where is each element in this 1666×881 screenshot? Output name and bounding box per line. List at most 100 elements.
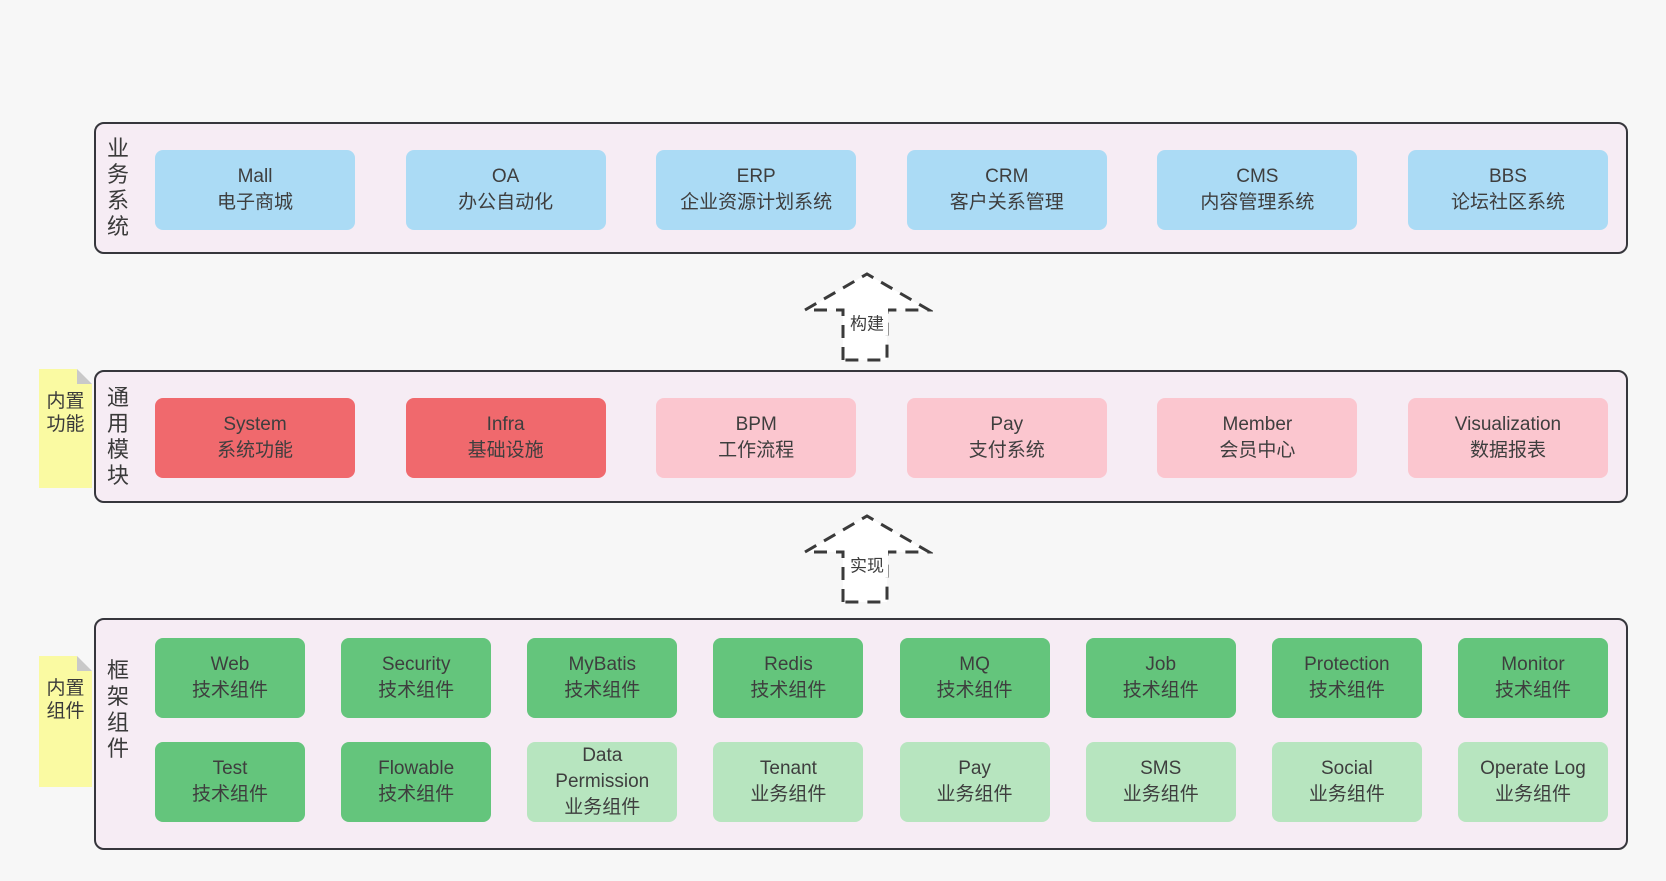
box-desc: 会员中心	[1219, 440, 1296, 461]
box-desc: 技术组件	[936, 680, 1013, 701]
box-desc: 业务组件	[564, 797, 641, 818]
box-name: CRM	[985, 166, 1029, 187]
box-mybatis: MyBatis 技术组件	[527, 638, 678, 718]
box-test: Test 技术组件	[155, 742, 305, 822]
box-name: System	[223, 414, 287, 435]
box-desc: 企业资源计划系统	[680, 192, 833, 213]
box-name: Protection	[1304, 654, 1390, 675]
box-name: Infra	[486, 414, 525, 435]
box-name: Security	[381, 654, 451, 675]
box-desc: 数据报表	[1469, 440, 1546, 461]
box-bpm: BPM 工作流程	[656, 398, 857, 478]
box-desc: 办公自动化	[458, 192, 554, 213]
note-fold-corner-icon	[77, 369, 92, 384]
box-system: System 系统功能	[155, 398, 355, 478]
box-desc: 工作流程	[718, 440, 795, 461]
note-fold-corner-icon	[77, 656, 92, 671]
box-member: Member 会员中心	[1157, 398, 1358, 478]
box-pay-module: Pay 支付系统	[906, 398, 1107, 478]
box-desc: 业务组件	[936, 784, 1013, 805]
box-name: BPM	[735, 414, 777, 435]
arrow-build-label: 构建	[846, 308, 888, 336]
box-desc: 客户关系管理	[949, 192, 1064, 213]
box-name: Member	[1222, 414, 1293, 435]
box-desc: 技术组件	[378, 784, 455, 805]
box-desc: 技术组件	[564, 680, 641, 701]
box-name: OA	[491, 166, 520, 187]
box-name: Social	[1320, 758, 1373, 779]
box-operate-log: Operate Log 业务组件	[1457, 742, 1608, 822]
components-box-row-1: Web 技术组件 Security 技术组件 MyBatis 技术组件 Redi…	[155, 638, 1608, 718]
sticky-note-builtin-components: 内置组件	[39, 656, 92, 787]
box-desc: 内容管理系统	[1200, 192, 1315, 213]
box-desc: 业务组件	[750, 784, 827, 805]
sticky-note-builtin-features: 内置功能	[39, 369, 92, 488]
box-desc: 支付系统	[968, 440, 1045, 461]
box-name: Test	[212, 758, 248, 779]
box-name: ERP	[736, 166, 776, 187]
arrow-build: 构建	[801, 270, 933, 362]
box-desc: 业务组件	[1494, 784, 1571, 805]
box-desc: 基础设施	[467, 440, 544, 461]
box-redis: Redis 技术组件	[713, 638, 864, 718]
box-security: Security 技术组件	[341, 638, 492, 718]
box-name: Operate Log	[1480, 758, 1586, 779]
box-desc: 技术组件	[378, 680, 455, 701]
box-web: Web 技术组件	[155, 638, 305, 718]
arrow-implement: 实现	[801, 512, 933, 604]
panel-framework-components: 框架组件 Web 技术组件 Security 技术组件 MyBatis 技术组件…	[94, 618, 1628, 850]
box-mall: Mall 电子商城	[155, 150, 355, 230]
box-crm: CRM 客户关系管理	[906, 150, 1107, 230]
box-desc: 论坛社区系统	[1450, 192, 1565, 213]
box-desc: 电子商城	[216, 192, 293, 213]
box-desc: 技术组件	[750, 680, 827, 701]
box-data-permission: Data Permission 业务组件	[527, 742, 678, 822]
box-name: Job	[1145, 654, 1177, 675]
components-box-row-2: Test 技术组件 Flowable 技术组件 Data Permission …	[155, 742, 1608, 822]
box-name: MyBatis	[568, 654, 637, 675]
box-name: Pay	[990, 414, 1024, 435]
box-name: Mall	[237, 166, 273, 187]
modules-box-row: System 系统功能 Infra 基础设施 BPM 工作流程 Pay 支付系统…	[155, 398, 1608, 478]
panel-label-common-modules: 通用模块	[106, 384, 129, 488]
box-bbs: BBS 论坛社区系统	[1407, 150, 1608, 230]
box-name: Tenant	[759, 758, 817, 779]
box-job: Job 技术组件	[1085, 638, 1236, 718]
box-monitor: Monitor 技术组件	[1457, 638, 1608, 718]
arrow-implement-label: 实现	[846, 550, 888, 578]
box-desc: 技术组件	[1122, 680, 1199, 701]
box-desc: 技术组件	[191, 680, 268, 701]
box-name: Data Permission	[555, 745, 650, 792]
box-mq: MQ 技术组件	[899, 638, 1050, 718]
box-oa: OA 办公自动化	[405, 150, 606, 230]
box-protection: Protection 技术组件	[1271, 638, 1422, 718]
box-desc: 业务组件	[1122, 784, 1199, 805]
box-desc: 技术组件	[1494, 680, 1571, 701]
box-social: Social 业务组件	[1271, 742, 1422, 822]
box-name: Flowable	[378, 758, 455, 779]
box-pay-component: Pay 业务组件	[899, 742, 1050, 822]
panel-business-systems: 业务系统 Mall 电子商城 OA 办公自动化 ERP 企业资源计划系统 CRM…	[94, 122, 1628, 254]
box-name: Pay	[958, 758, 991, 779]
box-sms: SMS 业务组件	[1085, 742, 1236, 822]
box-desc: 业务组件	[1308, 784, 1385, 805]
box-desc: 技术组件	[1308, 680, 1385, 701]
box-name: Web	[210, 654, 250, 675]
box-name: MQ	[959, 654, 990, 675]
panel-label-business-systems: 业务系统	[106, 136, 129, 239]
box-desc: 系统功能	[216, 440, 293, 461]
panel-label-framework-components: 框架组件	[106, 658, 129, 761]
box-name: BBS	[1488, 166, 1527, 187]
box-flowable: Flowable 技术组件	[341, 742, 492, 822]
box-tenant: Tenant 业务组件	[713, 742, 864, 822]
panel-common-modules: 通用模块 System 系统功能 Infra 基础设施 BPM 工作流程 Pay…	[94, 370, 1628, 503]
box-cms: CMS 内容管理系统	[1157, 150, 1358, 230]
business-box-row: Mall 电子商城 OA 办公自动化 ERP 企业资源计划系统 CRM 客户关系…	[155, 150, 1608, 230]
box-name: Visualization	[1454, 414, 1562, 435]
box-name: Monitor	[1501, 654, 1565, 675]
box-name: Redis	[764, 654, 813, 675]
box-infra: Infra 基础设施	[405, 398, 606, 478]
box-desc: 技术组件	[191, 784, 268, 805]
box-name: SMS	[1140, 758, 1182, 779]
